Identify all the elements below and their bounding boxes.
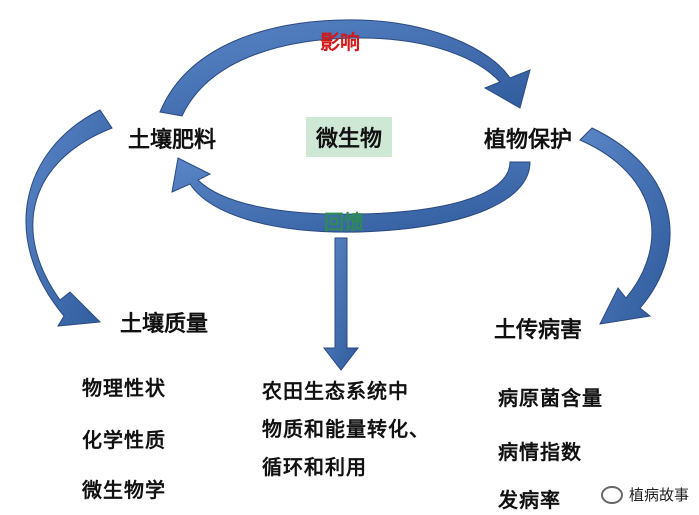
disease-item: 病情指数 [498, 440, 582, 464]
node-soil-disease: 土传病害 [494, 317, 583, 343]
soil-quality-item: 微生物学 [82, 478, 166, 502]
label-feedback: 回馈 [324, 210, 364, 234]
soil-quality-item: 物理性状 [82, 376, 166, 400]
feedback-arrow [171, 157, 531, 233]
center-arrow [322, 237, 360, 371]
node-plant-protection: 植物保护 [484, 127, 573, 153]
right-arrow [579, 127, 671, 325]
center-text-line: 循环和利用 [262, 455, 367, 479]
watermark: 植病故事 [600, 484, 689, 505]
left-arrow [25, 109, 113, 327]
soil-quality-item: 化学性质 [82, 428, 166, 452]
disease-item: 发病率 [498, 488, 561, 512]
watermark-text: 植病故事 [628, 486, 689, 504]
center-text-line: 物质和能量转化、 [262, 417, 430, 441]
wechat-icon [600, 485, 623, 504]
label-influence: 影响 [320, 30, 360, 54]
node-microbe: 微生物 [306, 117, 393, 157]
center-text-line: 农田生态系统中 [262, 379, 409, 403]
disease-item: 病原菌含量 [498, 386, 603, 410]
node-soil-quality: 土壤质量 [120, 311, 209, 337]
influence-arrow [159, 19, 531, 117]
node-soil-fertilizer: 土壤肥料 [128, 127, 217, 153]
